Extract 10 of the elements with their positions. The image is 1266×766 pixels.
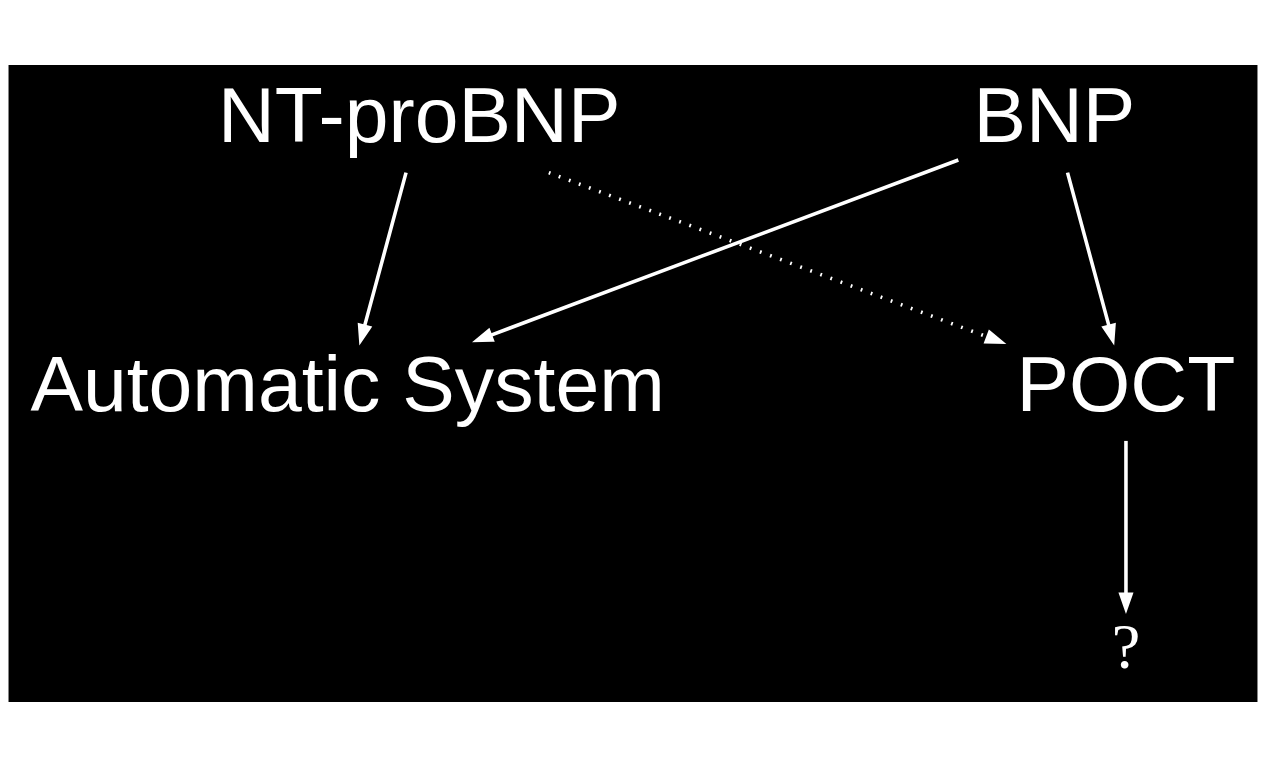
arrow bbox=[357, 171, 408, 345]
arrow bbox=[1065, 171, 1116, 345]
node-text: NT-proBNP bbox=[217, 70, 621, 159]
node-text: ? bbox=[1111, 610, 1141, 682]
node-text: BNP bbox=[973, 70, 1136, 159]
node-text: Automatic System bbox=[30, 339, 665, 428]
arrow bbox=[471, 157, 959, 342]
node-text: POCT bbox=[1016, 339, 1236, 428]
arrow bbox=[548, 170, 1007, 344]
arrow bbox=[1118, 440, 1134, 614]
